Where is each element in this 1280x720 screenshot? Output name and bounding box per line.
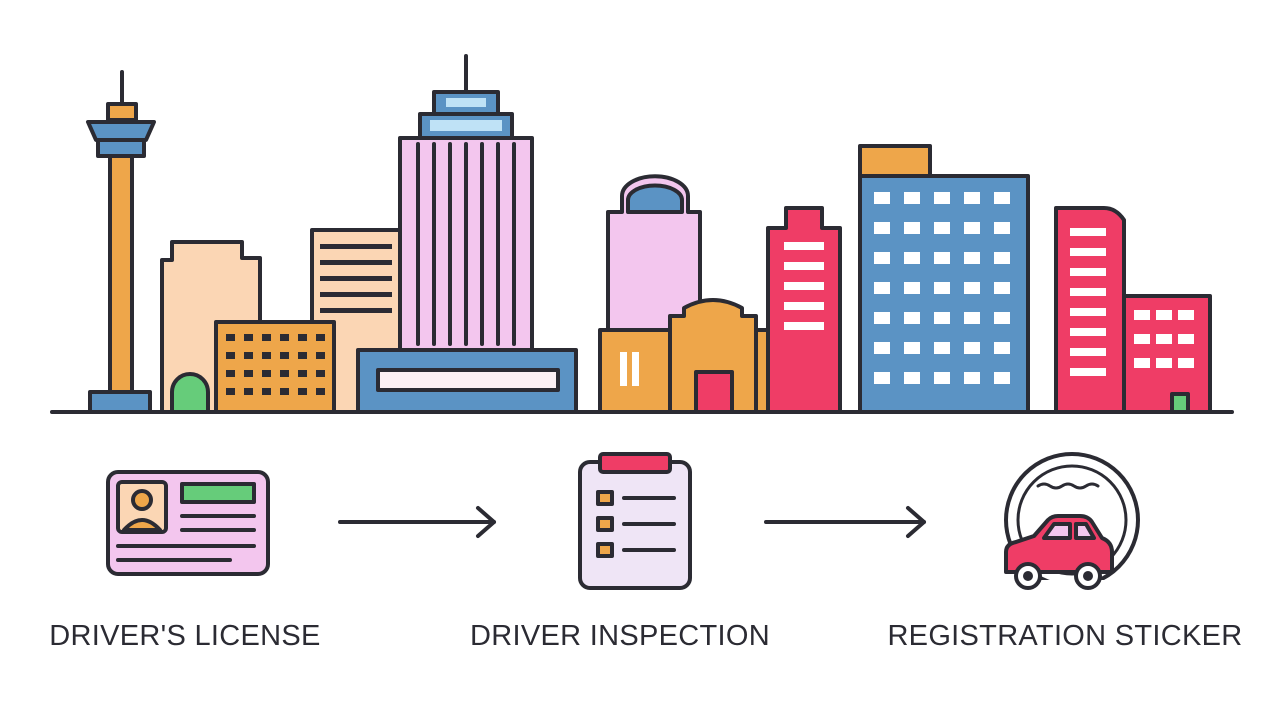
tv-tower-icon (86, 70, 156, 414)
arrow-right-icon (764, 506, 926, 538)
car-icon (1004, 514, 1114, 590)
step-label-driver-inspection: DRIVER INSPECTION (470, 620, 770, 652)
step-label-registration-sticker: REGISTRATION STICKER (887, 620, 1243, 652)
skyscraper (356, 54, 578, 414)
registration-sticker-icon (1004, 452, 1140, 592)
step-label-drivers-license: DRIVER'S LICENSE (49, 620, 321, 652)
drivers-license-icon (106, 470, 270, 576)
dome-building (606, 174, 702, 332)
blue-office-tower (858, 144, 1030, 414)
inspection-checklist-icon (578, 452, 692, 590)
arrow-right-icon (338, 506, 496, 538)
orange-building (214, 320, 336, 414)
red-building (766, 206, 842, 414)
red-building-right (1054, 206, 1212, 414)
